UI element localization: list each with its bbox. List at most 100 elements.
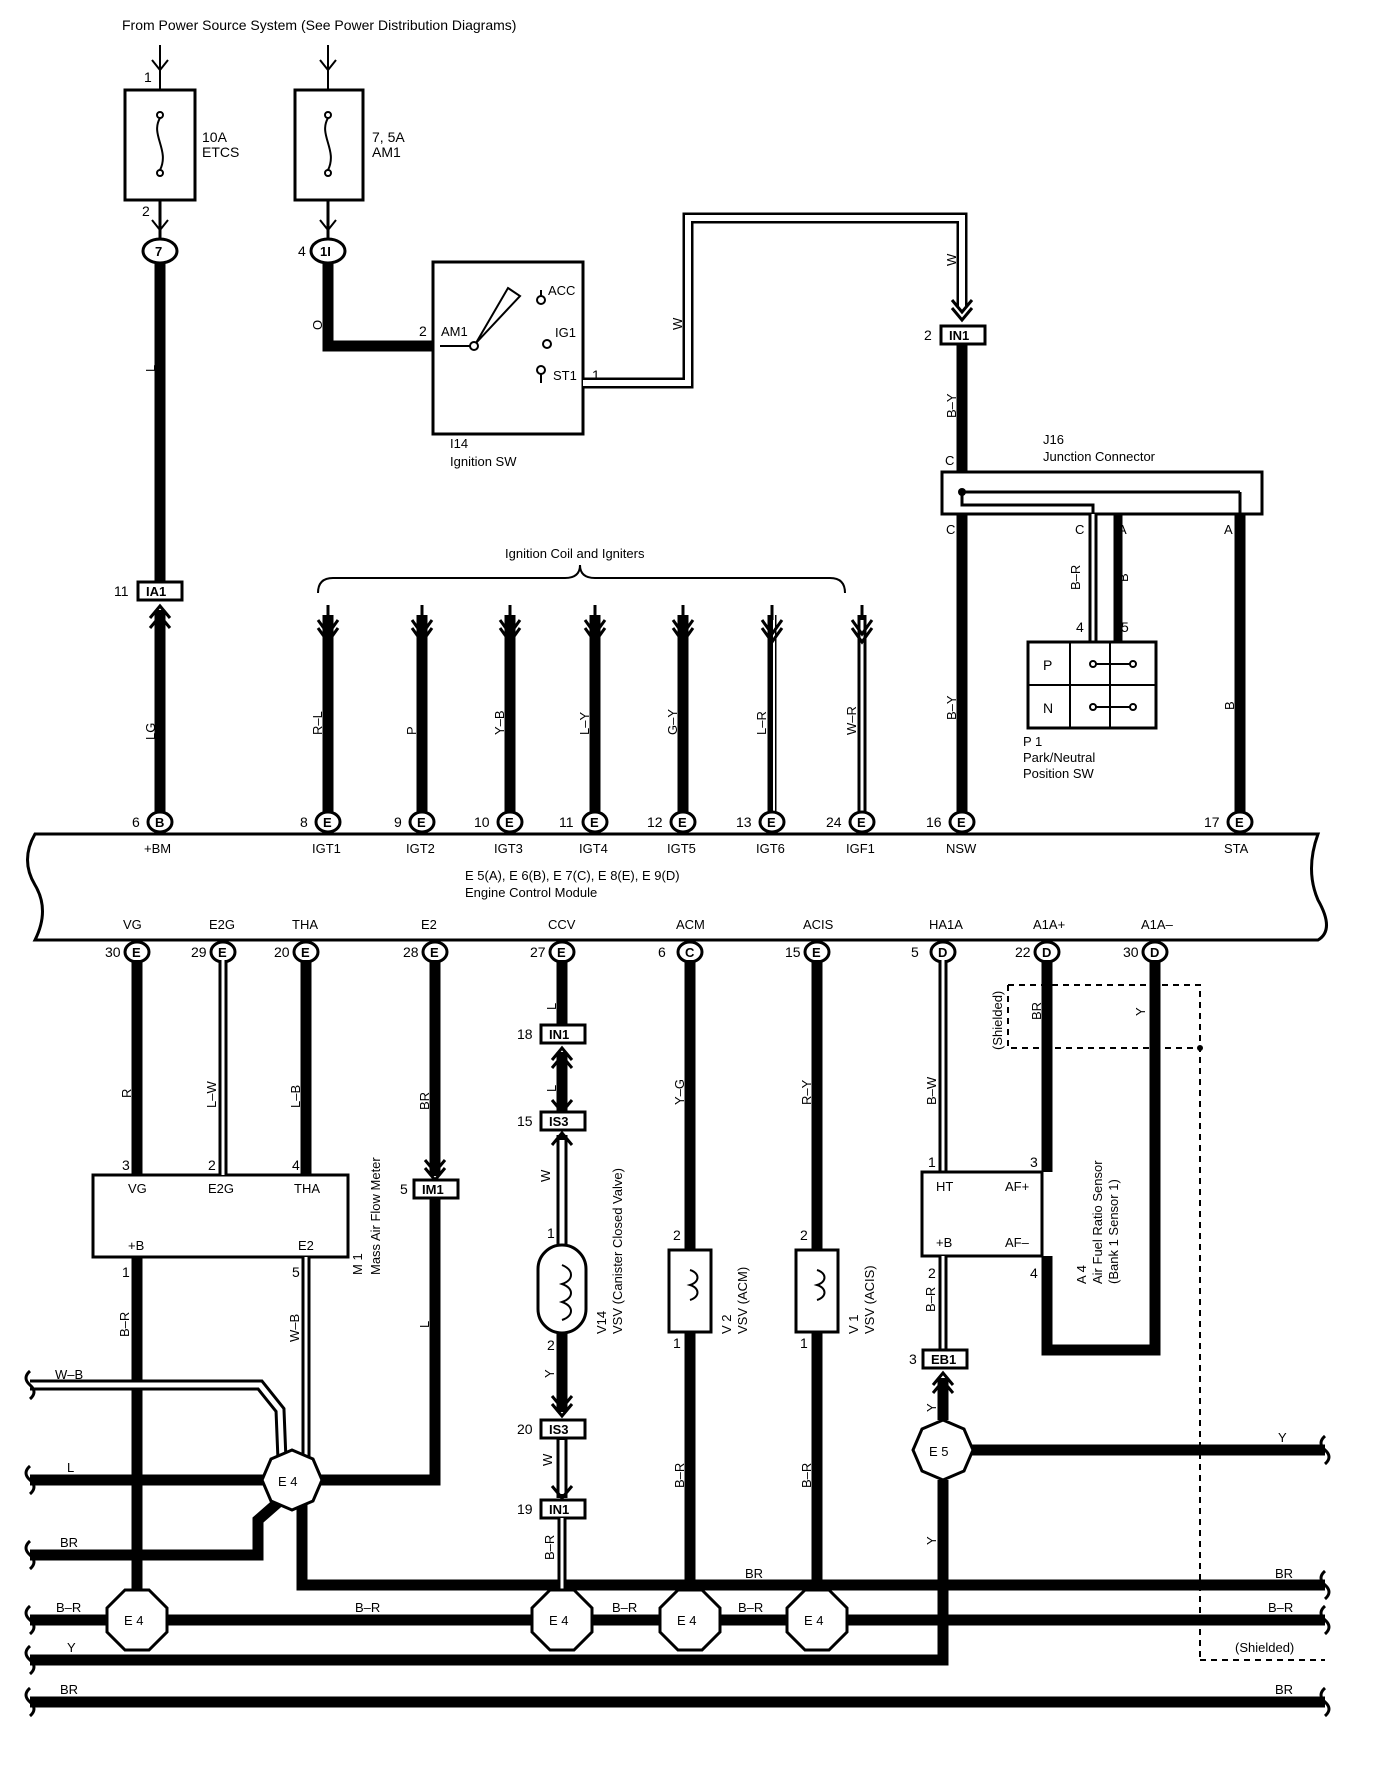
coil-wire-color: P [404, 726, 419, 735]
terminal-conn: E [323, 815, 332, 830]
maf-pin-1: 1 [122, 1264, 130, 1280]
terminal-pin: 20 [274, 944, 290, 960]
splice-e4-bus-1: E 4 [105, 1588, 169, 1652]
splice-label: E 4 [677, 1613, 697, 1628]
shielded-label-top: (Shielded) [990, 991, 1005, 1050]
in1-b-label: IN1 [549, 1502, 569, 1517]
wire-break-right [1319, 1604, 1331, 1636]
ign-term-am1: AM1 [441, 324, 468, 339]
terminal-conn: D [1042, 945, 1051, 960]
wire-l-label-ccv-1: L [544, 1003, 559, 1010]
fuse-am1: 7, 5A AM1 [293, 45, 405, 238]
ia1-pin: 11 [114, 583, 129, 599]
arrow-icon [583, 619, 607, 645]
af-pin-2: 2 [928, 1265, 936, 1281]
pn-name-2: Position SW [1023, 766, 1095, 781]
terminal-pin: 30 [1123, 944, 1139, 960]
wire-br-bus-label-1: B–R [56, 1600, 81, 1615]
wire-break-right [1319, 1569, 1331, 1601]
vsv-acis-pin1: 1 [800, 1335, 808, 1351]
wire-br-bus-label-2: B–R [355, 1600, 380, 1615]
wire-by-label-2: B–Y [944, 695, 959, 720]
connector-im1: IM1 5 [400, 1178, 460, 1200]
terminal-name: VG [123, 917, 142, 932]
wire-b-label-pn: B [1116, 573, 1131, 582]
jb-1i-pin: 4 [298, 243, 306, 259]
terminal-name: A1A+ [1033, 917, 1065, 932]
maf-pin-2: 2 [208, 1157, 216, 1173]
wire-br-label-acm: B–R [672, 1463, 687, 1488]
coil-wire-color: L–Y [577, 712, 592, 735]
ecm-name: Engine Control Module [465, 885, 597, 900]
vsv-acis-pin2: 2 [800, 1227, 808, 1243]
in1-a-pin: 18 [517, 1026, 533, 1042]
coil-wire-2: P [404, 605, 434, 812]
terminal-pin: 6 [132, 814, 140, 830]
terminal-circle [1226, 810, 1254, 834]
terminal-name: IGT4 [579, 841, 608, 856]
wire-l-label-e2: L [417, 1321, 432, 1328]
af-term-ht: HT [936, 1179, 953, 1194]
vsv-acm-id: V 2 [719, 1314, 734, 1334]
jb-7-label: 7 [155, 244, 162, 259]
coil-wire-1: R–L [310, 605, 340, 812]
fuse-etcs-name: ETCS [202, 144, 239, 160]
shielded-label-bottom: (Shielded) [1235, 1640, 1294, 1655]
connector-in1-b: IN1 19 [517, 1498, 587, 1520]
fuse-etcs-rating: 10A [202, 129, 228, 145]
wire-br-label-af: B–R [923, 1287, 938, 1312]
af-pin-3: 3 [1030, 1154, 1038, 1170]
coil-wire-7: W–R [844, 605, 874, 812]
terminal-name: NSW [946, 841, 977, 856]
coil-wire-5: G–Y [665, 605, 695, 812]
splice-shape [530, 1588, 594, 1652]
vsv-ccv-name: VSV (Canister Closed Valve) [610, 1168, 625, 1334]
wire-br-bottom-label: BR [60, 1682, 78, 1697]
wire-br-bus-label-3: B–R [612, 1600, 637, 1615]
wire-y-label-e5-down: Y [924, 1536, 939, 1545]
ignition-coils-label: Ignition Coil and Igniters [505, 546, 645, 561]
in1-top-label: IN1 [949, 328, 969, 343]
maf-term-e2: E2 [298, 1238, 314, 1253]
vsv-acm-pin2: 2 [673, 1227, 681, 1243]
jc-id: J16 [1043, 432, 1064, 447]
terminal-conn: E [417, 815, 426, 830]
vsv-acm-pin1: 1 [673, 1335, 681, 1351]
wire-br-label-pn: B–R [1068, 565, 1083, 590]
af-sensor: HT AF+ +B AF– 1 3 2 4 A 4 Air Fuel Ratio… [920, 1154, 1121, 1284]
pn-pos-n: N [1043, 700, 1053, 716]
ign-term-acc: ACC [548, 283, 575, 298]
terminal-name: IGT6 [756, 841, 785, 856]
im1-label: IM1 [422, 1182, 444, 1197]
wire-break-left [24, 1369, 36, 1401]
wire-y-label-ccv: Y [542, 1369, 557, 1378]
is3-b-label: IS3 [549, 1422, 569, 1437]
coil-wire-color: G–Y [665, 709, 680, 735]
maf-pin-5: 5 [292, 1264, 300, 1280]
splice-shape [105, 1588, 169, 1652]
splice-shape [658, 1588, 722, 1652]
terminal-conn: B [155, 815, 164, 830]
wire-w-label-ccv: W [538, 1169, 553, 1182]
terminal-pin: 28 [403, 944, 419, 960]
terminal-conn: E [430, 945, 439, 960]
coil-wire-color: R–L [310, 711, 325, 735]
terminal-pin: 11 [559, 814, 574, 830]
wire-break-right [1319, 1434, 1331, 1466]
terminal-conn: E [590, 815, 599, 830]
wire-o-label: O [310, 320, 325, 330]
ign-switch-id: I14 [450, 436, 468, 451]
vsv-acis-id: V 1 [846, 1314, 861, 1334]
in1-b-pin: 19 [517, 1501, 533, 1517]
terminal-name: IGT5 [667, 841, 696, 856]
terminal-pin: 24 [826, 814, 842, 830]
terminal-conn: E [505, 815, 514, 830]
pn-name-1: Park/Neutral [1023, 750, 1095, 765]
